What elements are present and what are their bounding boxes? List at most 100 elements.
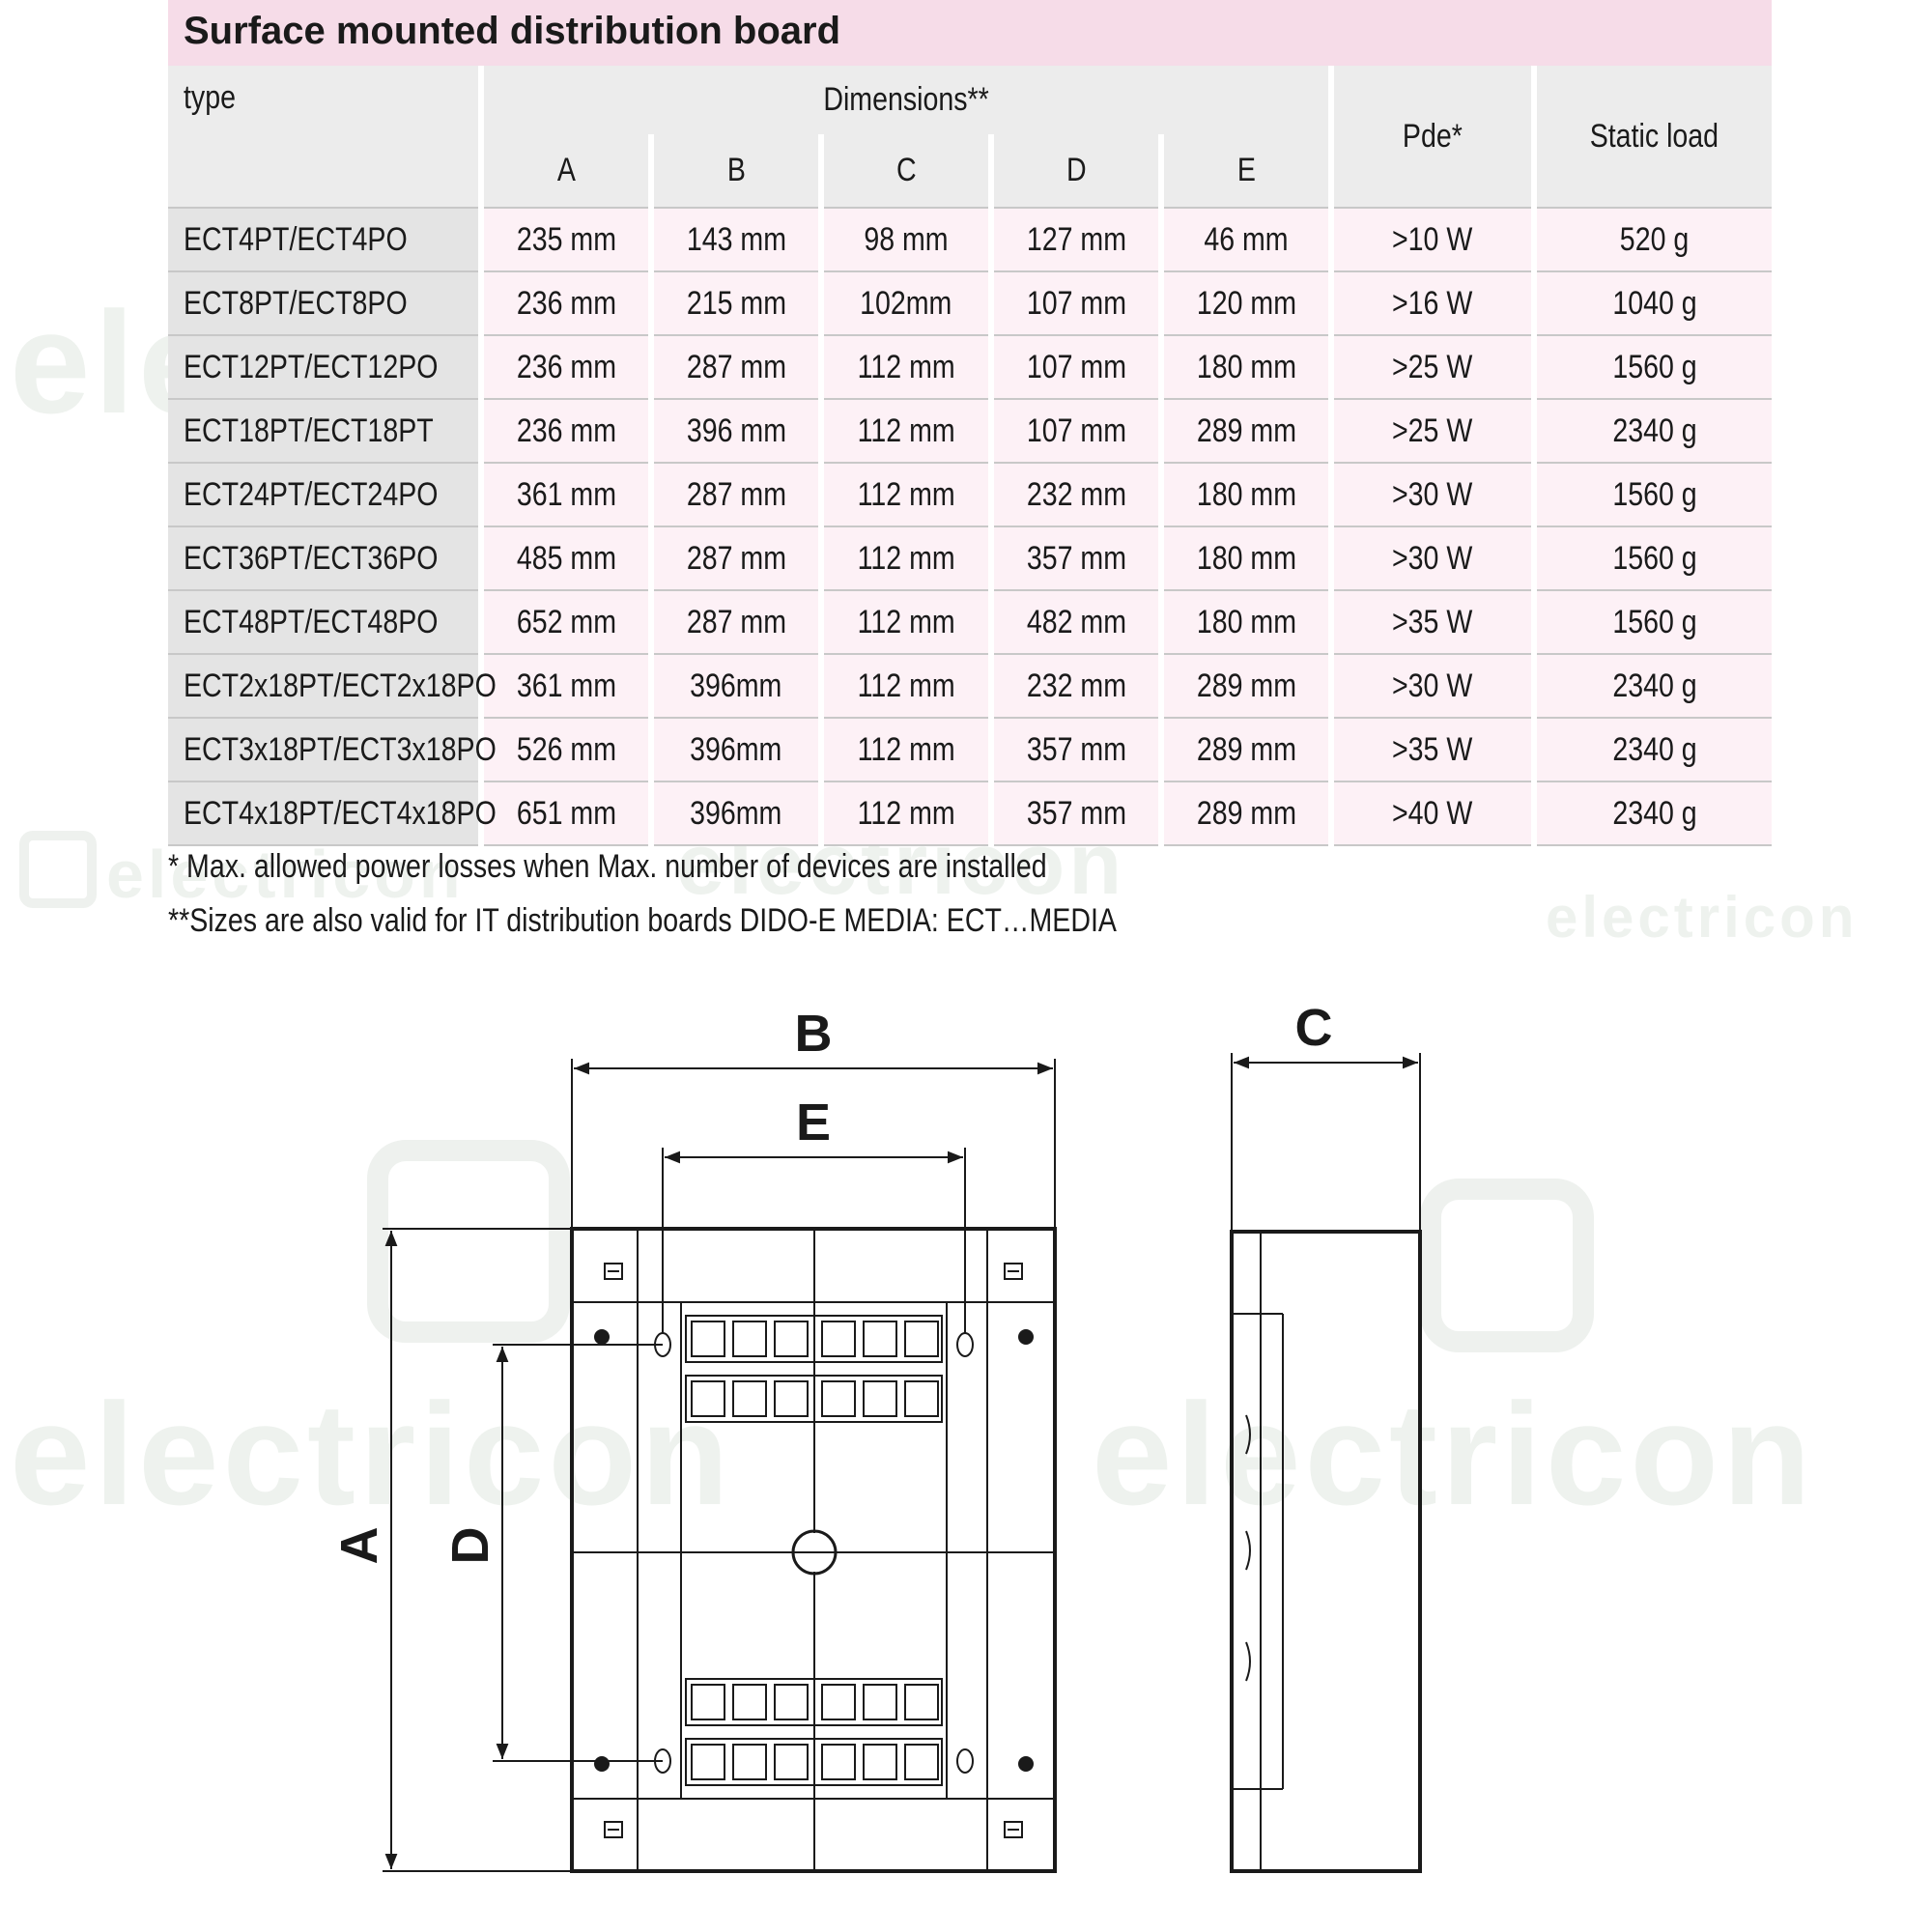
title-bar	[168, 0, 1772, 66]
cell-pde: >10 W	[1328, 208, 1535, 272]
module-slot	[821, 1380, 856, 1417]
cell-e: 289 mm	[1157, 399, 1332, 464]
module-slot	[774, 1321, 809, 1357]
cell-pde: >30 W	[1328, 463, 1535, 527]
cell-b: 215 mm	[648, 271, 821, 336]
watermark-text: electricon	[1546, 885, 1859, 950]
cell-load: 1560 g	[1531, 590, 1773, 655]
module-slot	[691, 1744, 725, 1780]
cell-e: 46 mm	[1157, 208, 1332, 272]
cell-c: 112 mm	[818, 526, 991, 591]
module-slot	[732, 1684, 767, 1720]
cell-d: 357 mm	[988, 781, 1161, 846]
cell-c: 112 mm	[818, 654, 991, 719]
dimension-label-d: D	[441, 1527, 499, 1565]
cell-c: 112 mm	[818, 718, 991, 782]
cell-a: 236 mm	[478, 335, 651, 400]
cell-load: 2340 g	[1531, 718, 1773, 782]
cell-type: ECT4x18PT/ECT4x18PO	[168, 781, 497, 846]
cell-load: 1560 g	[1531, 526, 1773, 591]
module-slot	[863, 1684, 897, 1720]
cell-a: 651 mm	[478, 781, 651, 846]
cell-pde: >35 W	[1328, 718, 1535, 782]
cell-e: 289 mm	[1157, 654, 1332, 719]
cell-d: 127 mm	[988, 208, 1161, 272]
cell-c: 112 mm	[818, 781, 991, 846]
cell-type: ECT12PT/ECT12PO	[168, 335, 481, 400]
watermark-logo-icon	[1420, 1179, 1594, 1352]
cell-b: 143 mm	[648, 208, 821, 272]
cell-e: 180 mm	[1157, 463, 1332, 527]
cell-e: 180 mm	[1157, 590, 1332, 655]
cell-b: 396 mm	[648, 399, 821, 464]
cell-type: ECT3x18PT/ECT3x18PO	[168, 718, 497, 782]
cell-b: 287 mm	[648, 526, 821, 591]
cell-load: 2340 g	[1531, 654, 1773, 719]
cell-type: ECT4PT/ECT4PO	[168, 208, 481, 272]
cell-e: 289 mm	[1157, 718, 1332, 782]
watermark-logo-icon	[19, 831, 97, 908]
cell-b: 396mm	[648, 781, 821, 846]
column-header-a: A	[478, 134, 651, 209]
cell-a: 485 mm	[478, 526, 651, 591]
cell-d: 107 mm	[988, 335, 1161, 400]
module-slot	[691, 1684, 725, 1720]
cell-b: 396mm	[648, 654, 821, 719]
cell-load: 1560 g	[1531, 335, 1773, 400]
cell-a: 361 mm	[478, 654, 651, 719]
cell-e: 289 mm	[1157, 781, 1332, 846]
cell-load: 2340 g	[1531, 781, 1773, 846]
cell-d: 107 mm	[988, 271, 1161, 336]
cell-e: 180 mm	[1157, 526, 1332, 591]
cell-type: ECT8PT/ECT8PO	[168, 271, 481, 336]
cell-d: 357 mm	[988, 718, 1161, 782]
cell-load: 520 g	[1531, 208, 1773, 272]
footnote-pde: * Max. allowed power losses when Max. nu…	[168, 848, 1047, 885]
column-header-b: B	[648, 134, 821, 209]
cell-load: 2340 g	[1531, 399, 1773, 464]
module-slot	[863, 1321, 897, 1357]
module-slot	[904, 1744, 939, 1780]
module-slot	[904, 1380, 939, 1417]
dimensions-table: type Dimensions** Pde* Static load A B C…	[168, 66, 1773, 846]
cell-c: 112 mm	[818, 590, 991, 655]
cell-e: 180 mm	[1157, 335, 1332, 400]
module-slot	[821, 1321, 856, 1357]
module-slot	[821, 1684, 856, 1720]
cell-pde: >25 W	[1328, 399, 1535, 464]
cell-pde: >40 W	[1328, 781, 1535, 846]
module-slot	[732, 1321, 767, 1357]
module-slot	[904, 1321, 939, 1357]
board-side-outline	[1230, 1230, 1422, 1873]
cell-type: ECT2x18PT/ECT2x18PO	[168, 654, 497, 719]
watermark-logo-icon	[367, 1140, 570, 1343]
cell-a: 236 mm	[478, 271, 651, 336]
dimension-label-b: B	[795, 1005, 833, 1063]
cell-d: 232 mm	[988, 654, 1161, 719]
column-header-d: D	[988, 134, 1161, 209]
module-slot	[691, 1321, 725, 1357]
cell-c: 112 mm	[818, 399, 991, 464]
cell-a: 652 mm	[478, 590, 651, 655]
column-header-pde: Pde*	[1328, 66, 1535, 209]
cell-c: 98 mm	[818, 208, 991, 272]
cell-a: 235 mm	[478, 208, 651, 272]
watermark-text: electricon	[1092, 1373, 1815, 1535]
cell-pde: >30 W	[1328, 526, 1535, 591]
module-slot	[732, 1380, 767, 1417]
cell-type: ECT24PT/ECT24PO	[168, 463, 481, 527]
cell-type: ECT18PT/ECT18PT	[168, 399, 481, 464]
dimension-label-a: A	[330, 1527, 388, 1565]
cell-type: ECT36PT/ECT36PO	[168, 526, 481, 591]
cell-e: 120 mm	[1157, 271, 1332, 336]
cell-a: 526 mm	[478, 718, 651, 782]
cell-b: 287 mm	[648, 590, 821, 655]
module-slot	[904, 1684, 939, 1720]
